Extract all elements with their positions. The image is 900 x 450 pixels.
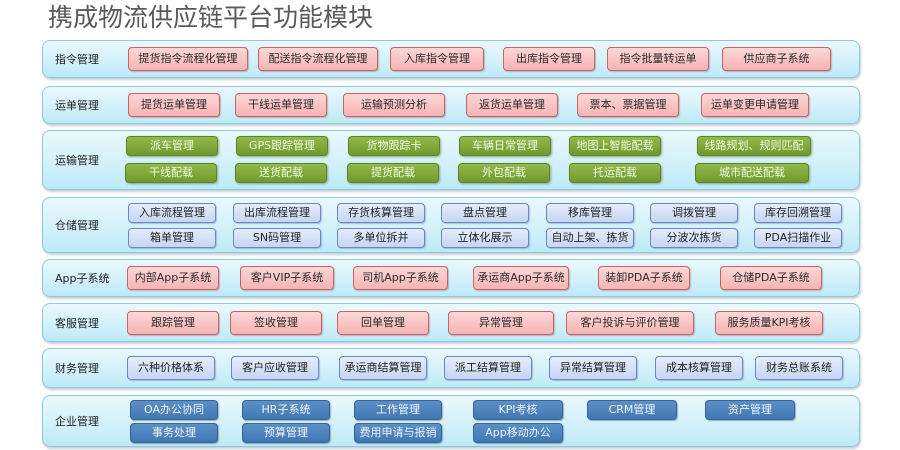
module-button[interactable]: 调拨管理 [650, 203, 738, 223]
module-button[interactable]: 多单位拆并 [337, 228, 425, 248]
module-button[interactable]: 干线配载 [125, 163, 217, 183]
module-button[interactable]: 派车管理 [126, 136, 218, 156]
module-button[interactable]: 提货配载 [347, 163, 439, 183]
module-button[interactable]: 签收管理 [230, 311, 322, 335]
module-row-finance: 财务管理 六种价格体系 客户应收管理 承运商结算管理 派工结算管理 异常结算管理… [42, 348, 860, 388]
module-button[interactable]: 车辆日常管理 [459, 136, 551, 156]
module-row-warehouse: 仓储管理 入库流程管理 出库流程管理 存货核算管理 盘点管理 移库管理 调拨管理… [42, 197, 860, 253]
row-label: 运单管理 [55, 99, 99, 112]
module-button[interactable]: 异常结算管理 [549, 356, 637, 380]
module-button[interactable]: 返货运单管理 [466, 93, 558, 117]
module-button[interactable]: 费用申请与报销 [354, 423, 442, 443]
module-button[interactable]: 指令批量转运单 [607, 47, 709, 71]
module-button[interactable]: 运输预测分析 [343, 93, 445, 117]
module-button[interactable]: 运单变更申请管理 [701, 93, 809, 117]
row-label: 客服管理 [55, 316, 99, 330]
module-button[interactable]: 出库流程管理 [233, 203, 321, 223]
module-button[interactable]: 工作管理 [354, 400, 442, 420]
module-button[interactable]: 分波次拣货 [650, 228, 738, 248]
module-button[interactable]: 客户VIP子系统 [240, 266, 334, 290]
module-button[interactable]: 外包配载 [458, 163, 550, 183]
module-button[interactable]: 预算管理 [242, 423, 330, 443]
module-button[interactable]: 承运商结算管理 [339, 356, 427, 380]
module-button[interactable]: 派工结算管理 [444, 356, 532, 380]
module-button[interactable]: App移动办公 [473, 423, 563, 443]
module-button[interactable]: 地图上智能配载 [569, 136, 661, 156]
module-button[interactable]: OA办公协同 [130, 400, 218, 420]
module-button[interactable]: 货物跟踪卡 [348, 136, 440, 156]
module-button[interactable]: 承运商App子系统 [473, 266, 569, 290]
module-button[interactable]: 司机App子系统 [353, 266, 448, 290]
module-button[interactable]: 供应商子系统 [722, 47, 831, 71]
module-button[interactable]: 客户投诉与评价管理 [566, 311, 694, 335]
module-button[interactable]: 提货指令流程化管理 [128, 47, 248, 71]
page-title: 携成物流供应链平台功能模块 [48, 3, 374, 32]
module-button[interactable]: PDA扫描作业 [754, 228, 842, 248]
module-button[interactable]: 票本、票据管理 [577, 93, 679, 117]
module-button[interactable]: 盘点管理 [441, 203, 529, 223]
module-button[interactable]: 装卸PDA子系统 [598, 266, 690, 290]
module-row-app: App子系统 内部App子系统 客户VIP子系统 司机App子系统 承运商App… [42, 259, 860, 297]
module-button[interactable]: 事务处理 [130, 423, 218, 443]
module-row-transport: 运输管理 派车管理 GPS跟踪管理 货物跟踪卡 车辆日常管理 地图上智能配载 线… [42, 130, 860, 190]
module-button[interactable]: 配送指令流程化管理 [258, 47, 378, 71]
module-button[interactable]: 移库管理 [546, 203, 634, 223]
module-button[interactable]: 仓储PDA子系统 [720, 266, 822, 290]
module-button[interactable]: CRM管理 [587, 400, 677, 420]
module-button[interactable]: 立体化展示 [441, 228, 529, 248]
row-label: 运输管理 [55, 154, 99, 167]
module-button[interactable]: 财务总账系统 [755, 356, 843, 380]
module-button[interactable]: 提货运单管理 [128, 93, 220, 117]
row-label: 财务管理 [55, 362, 99, 375]
module-button[interactable]: 内部App子系统 [127, 266, 219, 290]
module-row-instruction: 指令管理 提货指令流程化管理 配送指令流程化管理 入库指令管理 出库指令管理 指… [42, 40, 860, 78]
module-button[interactable]: 干线运单管理 [235, 93, 327, 117]
module-button[interactable]: 异常管理 [448, 311, 554, 335]
module-button[interactable]: 入库指令管理 [390, 47, 484, 71]
row-label: 企业管理 [55, 415, 99, 428]
module-button[interactable]: SN码管理 [233, 228, 321, 248]
module-button[interactable]: 自动上架、拣货 [546, 228, 634, 248]
module-button[interactable]: KPI考核 [473, 400, 563, 420]
module-button[interactable]: 托运配载 [569, 163, 661, 183]
module-button[interactable]: 跟踪管理 [127, 311, 219, 335]
module-button[interactable]: 箱单管理 [128, 228, 216, 248]
module-button[interactable]: 六种价格体系 [127, 356, 215, 380]
module-button[interactable]: 服务质量KPI考核 [715, 311, 823, 335]
row-label: 仓储管理 [55, 219, 99, 232]
module-button[interactable]: 线路规划、规则匹配 [697, 136, 811, 156]
module-row-enterprise: 企业管理 OA办公协同 HR子系统 工作管理 KPI考核 CRM管理 资产管理 … [42, 395, 860, 447]
module-button[interactable]: 送货配载 [235, 163, 327, 183]
row-label: 指令管理 [55, 53, 99, 66]
module-button[interactable]: HR子系统 [242, 400, 330, 420]
module-button[interactable]: 资产管理 [705, 400, 795, 420]
row-label: App子系统 [55, 272, 110, 285]
module-button[interactable]: 客户应收管理 [231, 356, 319, 380]
module-button[interactable]: 入库流程管理 [128, 203, 216, 223]
module-button[interactable]: 存货核算管理 [337, 203, 425, 223]
module-button[interactable]: 出库指令管理 [503, 47, 595, 71]
module-button[interactable]: 成本核算管理 [655, 356, 743, 380]
module-button[interactable]: 城市配送配载 [695, 163, 809, 183]
module-row-customer-service: 客服管理 跟踪管理 签收管理 回单管理 异常管理 客户投诉与评价管理 服务质量K… [42, 303, 860, 342]
module-button[interactable]: 库存回溯管理 [754, 203, 842, 223]
module-button[interactable]: 回单管理 [337, 311, 429, 335]
module-button[interactable]: GPS跟踪管理 [236, 136, 328, 156]
module-row-waybill: 运单管理 提货运单管理 干线运单管理 运输预测分析 返货运单管理 票本、票据管理… [42, 86, 860, 124]
